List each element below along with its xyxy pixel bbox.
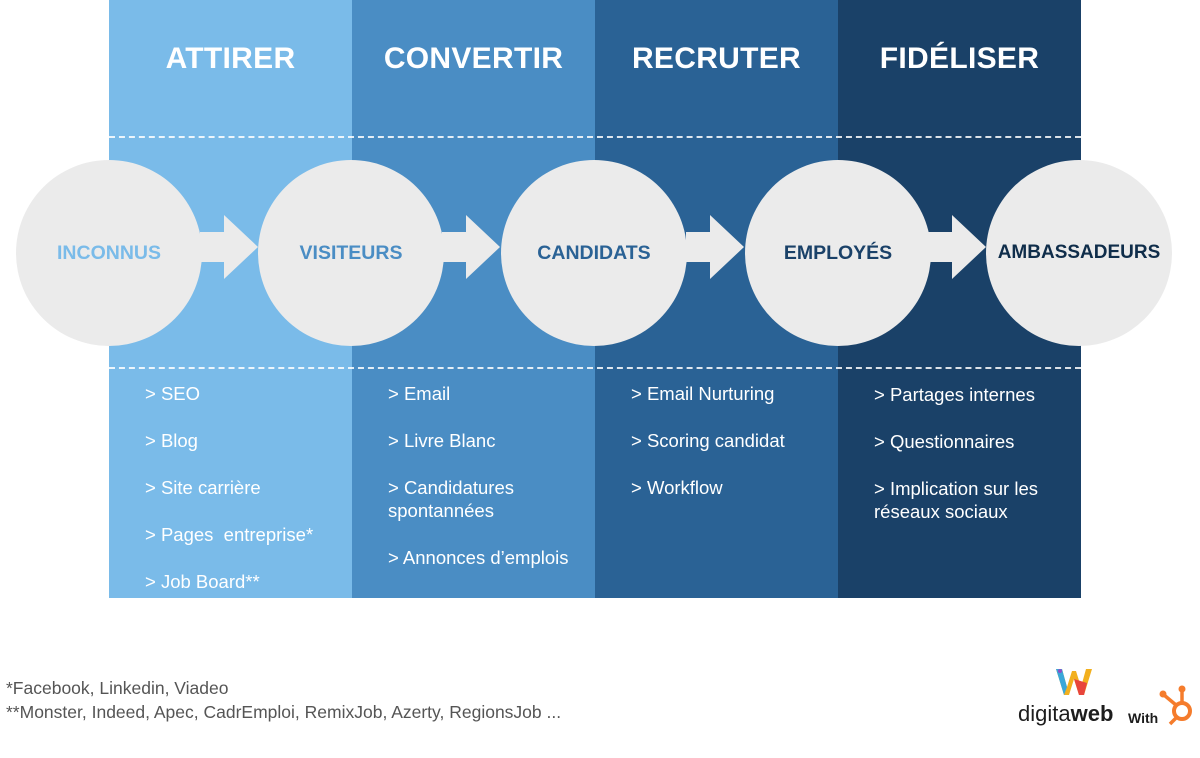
list-item: > Candidatures spontannées: [388, 477, 514, 521]
circle-inconnus: INCONNUS: [16, 160, 202, 346]
digitaweb-w-logo-icon: [1056, 669, 1092, 695]
list-item: > Email: [388, 383, 451, 404]
circle-label-inconnus: INCONNUS: [56, 241, 161, 264]
brand-text-web: web: [1070, 701, 1114, 726]
list-item: > Questionnaires: [874, 431, 1015, 452]
list-item: > Partages internes: [874, 384, 1035, 405]
circle-label-candidats: CANDIDATS: [537, 241, 651, 264]
digitaweb-logo: digitaweb With: [1018, 665, 1198, 730]
list-convertir: > Email > Livre Blanc > Candidatures spo…: [388, 382, 593, 593]
divider-bottom: [109, 367, 1081, 369]
divider-top: [109, 136, 1081, 138]
list-item: > Blog: [145, 430, 198, 451]
list-fideliser: > Partages internes > Questionnaires > I…: [874, 383, 1074, 547]
list-item: > Scoring candidat: [631, 430, 785, 451]
circle-label-ambassadeurs: AMBASSADEURS: [997, 242, 1161, 263]
stage-title-convertir: CONVERTIR: [383, 42, 564, 75]
circle-candidats: CANDIDATS: [501, 160, 687, 346]
logo-with-text: With: [1128, 710, 1159, 726]
circle-ambassadeurs: AMBASSADEURS: [986, 160, 1172, 346]
circle-visiteurs: VISITEURS: [258, 160, 444, 346]
footnote-2: **Monster, Indeed, Apec, CadrEmploi, Rem…: [6, 702, 562, 722]
list-attirer: > SEO > Blog > Site carrière > Pages ent…: [145, 382, 345, 617]
list-item: > Implication sur les réseaux sociaux: [874, 478, 1038, 522]
brand-text-digita: digita: [1018, 701, 1071, 726]
list-item: > Annonces d’emplois: [388, 547, 569, 568]
list-item: > SEO: [145, 383, 201, 404]
list-recruter: > Email Nurturing > Scoring candidat > W…: [631, 382, 831, 523]
list-item: > Job Board**: [145, 571, 260, 592]
circle-employes: EMPLOYÉS: [745, 160, 931, 346]
stage-title-recruter: RECRUTER: [631, 42, 802, 75]
list-item: > Pages entreprise*: [145, 524, 314, 545]
list-item: > Email Nurturing: [631, 383, 775, 404]
list-item: > Livre Blanc: [388, 430, 496, 451]
footnote-1: *Facebook, Linkedin, Viadeo: [6, 678, 229, 698]
hubspot-sprocket-icon: [1159, 685, 1192, 726]
circle-label-employes: EMPLOYÉS: [783, 241, 893, 264]
list-item: > Site carrière: [145, 477, 261, 498]
circle-label-visiteurs: VISITEURS: [299, 241, 403, 264]
stage-title-attirer: ATTIRER: [165, 42, 296, 75]
stage-title-fideliser: FIDÉLISER: [879, 42, 1040, 75]
list-item: > Workflow: [631, 477, 723, 498]
